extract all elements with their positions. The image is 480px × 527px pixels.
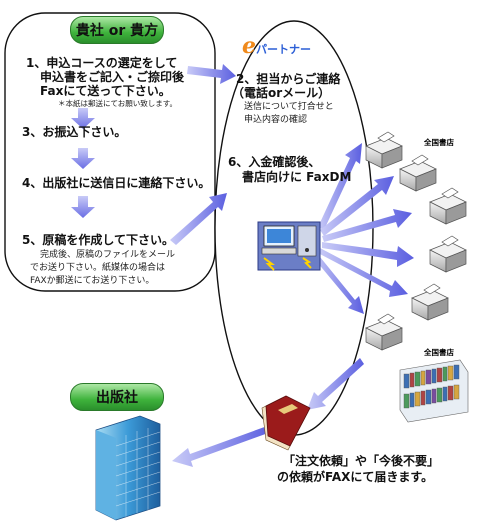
bookstore-label-top: 全国書店 — [424, 138, 454, 147]
step3-text: 3、お振込下さい。 — [22, 125, 127, 139]
step2-note2: 申込内容の確認 — [244, 115, 308, 125]
step1-note: ＊本紙は郵送にてお願い致します。 — [58, 99, 178, 108]
catalog-book-icon — [261, 395, 311, 451]
partner-logo: eパートナー — [242, 33, 311, 59]
step2-note1: 送信について打合せと — [244, 102, 334, 112]
arrow-step1-to-step2 — [187, 64, 236, 84]
response-line1: 「注文依頼」や「今後不要」 — [283, 454, 440, 468]
arrow-step5-to-step6 — [170, 193, 227, 245]
down-arrows — [71, 108, 95, 218]
arrow-fax-to-catalog — [307, 358, 364, 410]
bookstore-label-bottom: 全国書店 — [424, 348, 454, 357]
step5-title: 5、原稿を作成して下さい。 — [22, 233, 174, 247]
step5-note3: FAXか郵送にてお送り下さい。 — [30, 276, 155, 286]
publisher-building-icon — [95, 415, 161, 521]
step6-line1: 6、入金確認後、 — [228, 155, 321, 169]
step1-line3: Faxにて送って下さい。 — [40, 84, 171, 98]
step2-sub: （電話orメール） — [232, 86, 331, 100]
fax-dm-arrows — [312, 143, 414, 314]
client-title-pill: 貴社 or 貴方 — [70, 16, 164, 44]
client-title: 貴社 or 貴方 — [75, 23, 159, 39]
bookshelf-icon — [399, 359, 469, 423]
step4-text: 4、出版社に送信日に連絡下さい。 — [22, 176, 211, 190]
step2-title: 2、担当からご連絡 — [236, 72, 341, 86]
partner-logo-letter: e — [242, 33, 256, 59]
response-line2: の依頼がFAXにて届きます。 — [277, 470, 434, 484]
step1-line1: 1、申込コースの選定をして — [26, 56, 178, 70]
partner-logo-text: パートナー — [256, 43, 311, 56]
publisher-title-pill: 出版社 — [70, 383, 164, 411]
fax-machines — [365, 131, 467, 351]
computer-network-icon — [257, 221, 321, 271]
arrow-to-publisher — [172, 425, 271, 467]
step5-note2: でお送り下さい。紙媒体の場合は — [30, 263, 166, 273]
step6-line2: 書店向けに FaxDM — [242, 170, 352, 184]
step1-line2: 申込書をご記入・ご捺印後 — [40, 70, 185, 84]
client-panel — [4, 12, 216, 292]
publisher-title: 出版社 — [96, 390, 138, 406]
step5-note1: 完成後、原稿のファイルをメール — [40, 250, 176, 260]
